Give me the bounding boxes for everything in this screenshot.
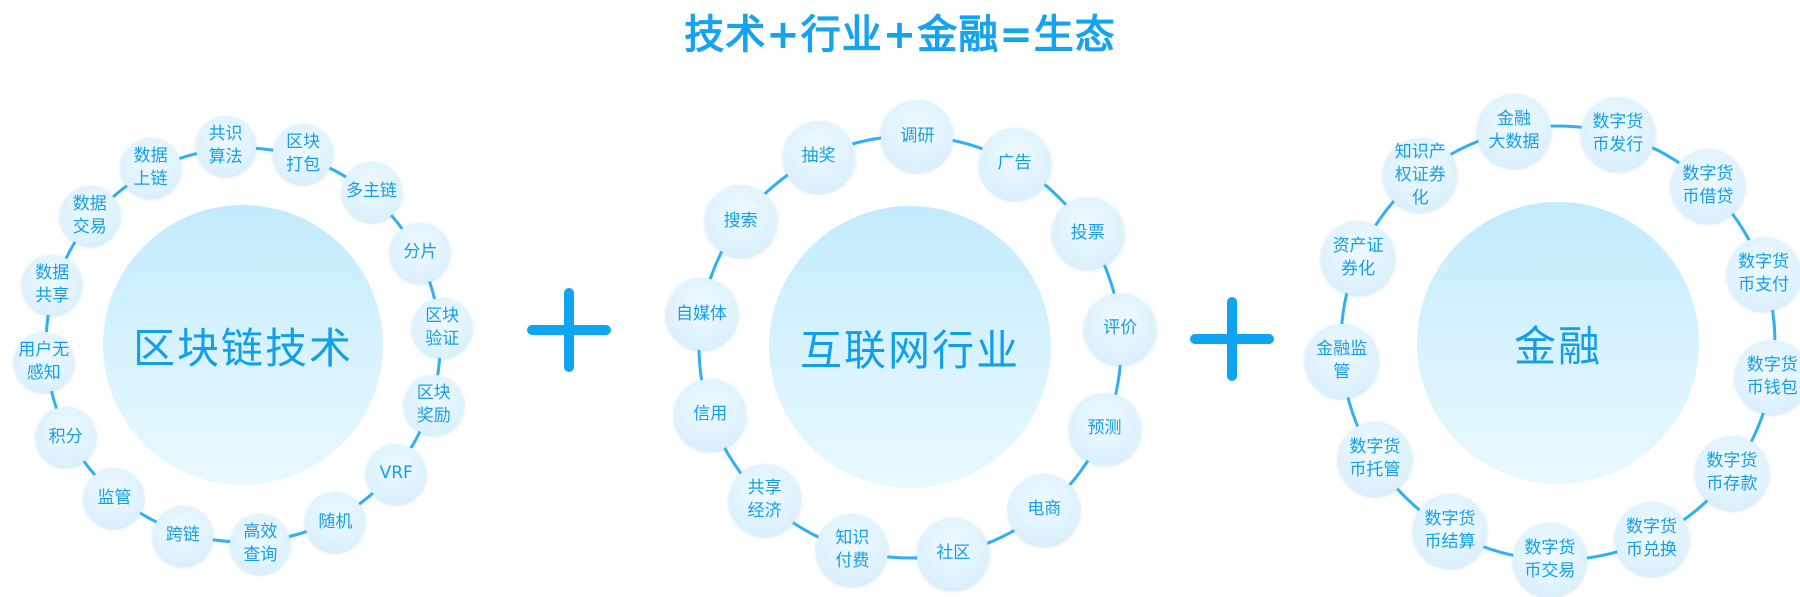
node-label: 用户无感知 <box>18 340 70 384</box>
node-label: 调研 <box>900 125 935 146</box>
node-label: 数据交易 <box>72 194 107 238</box>
cluster-node: 多主链 <box>341 161 402 222</box>
node-label: VRF <box>379 463 413 484</box>
node-label: 资产证券化 <box>1332 236 1384 280</box>
node-label: 区块奖励 <box>416 383 451 427</box>
node-label: 数字货币交易 <box>1524 537 1576 581</box>
cluster-node: 随机 <box>305 492 366 553</box>
node-label: 信用 <box>693 404 728 425</box>
node-label: 金融大数据 <box>1488 108 1540 152</box>
cluster-node: 高效查询 <box>230 514 291 575</box>
plus-icon <box>527 288 611 372</box>
node-label: 积分 <box>48 426 83 447</box>
node-label: 数据共享 <box>35 262 70 306</box>
cluster-node: 跨链 <box>152 505 213 566</box>
blockchain-tech-cluster: 区块链技术 共识算法 区块打包多主链分片区块验证区块奖励 VRF 随机高效查询 跨链 监管 积… <box>0 80 490 580</box>
cluster-node: 金融大数据 <box>1477 93 1552 168</box>
node-label: 金融监管 <box>1316 339 1368 383</box>
node-label: 多主链 <box>346 181 398 202</box>
cluster-node: 共识算法 <box>195 115 256 176</box>
node-label: 数字货币结算 <box>1424 509 1476 553</box>
cluster-node: 数字货币托管 <box>1337 422 1412 497</box>
cluster-node: 金融监管 <box>1304 324 1379 399</box>
cluster-node: 信用 <box>674 378 747 451</box>
internet-industry-cluster: 互联网行业 调研广告投票评价预测电商社区 知识付费 共享经济 信用 自媒体 搜索 抽奖 <box>640 80 1180 590</box>
cluster-node: 数字货币兑换 <box>1614 501 1689 576</box>
cluster-node: 区块打包 <box>273 124 334 185</box>
node-label: 共享经济 <box>747 477 782 521</box>
cluster-node: 社区 <box>917 517 990 590</box>
node-label: 评价 <box>1103 318 1138 339</box>
node-label: 电商 <box>1027 499 1062 520</box>
node-label: 预测 <box>1087 418 1122 439</box>
page-title: 技术+行业+金融=生态 <box>684 12 1116 58</box>
cluster-node: 自媒体 <box>665 278 738 351</box>
cluster-node: 投票 <box>1051 197 1124 270</box>
cluster-node: 积分 <box>35 407 96 468</box>
node-label: 知识产权证券化 <box>1394 141 1446 208</box>
node-label: 知识付费 <box>835 527 870 571</box>
cluster-node: 数字货币钱包 <box>1735 340 1800 415</box>
cluster-node: 数字货币结算 <box>1413 494 1487 569</box>
node-label: 数字货币兑换 <box>1626 516 1678 560</box>
node-label: 区块验证 <box>425 305 460 349</box>
node-label: 分片 <box>403 242 438 263</box>
cluster-node: 监管 <box>84 468 145 529</box>
cluster-node: 数字货币借贷 <box>1670 149 1745 224</box>
cluster-node: 知识产权证券化 <box>1383 138 1458 213</box>
node-label: 数字货币借贷 <box>1682 164 1734 208</box>
node-label: 抽奖 <box>801 146 836 167</box>
cluster-node: 电商 <box>1008 473 1081 546</box>
node-label: 数字货币钱包 <box>1746 355 1798 399</box>
cluster-node: 数据共享 <box>22 254 83 315</box>
node-label: 搜索 <box>723 210 758 231</box>
node-label: 数字货币存款 <box>1706 450 1758 494</box>
finance-cluster: 金融 数字货币发行数字货币借贷数字货币支付数字货币钱包数字货币存款数字货币兑换 数字… <box>1290 80 1800 597</box>
node-label: 数字货币支付 <box>1738 251 1790 295</box>
cluster-node: 数字货币存款 <box>1694 435 1769 510</box>
node-label: 数据上链 <box>133 145 168 189</box>
center-blockchain-tech: 区块链技术 <box>103 205 383 485</box>
node-label: 随机 <box>318 511 353 532</box>
cluster-node: 区块验证 <box>412 297 473 358</box>
cluster-node: 区块奖励 <box>403 375 464 436</box>
cluster-node: VRF <box>366 443 427 504</box>
cluster-node: 资产证券化 <box>1321 221 1396 296</box>
cluster-node: 分片 <box>390 222 451 283</box>
center-internet-industry: 互联网行业 <box>769 206 1051 488</box>
node-label: 自媒体 <box>676 303 728 324</box>
cluster-node: 共享经济 <box>728 463 801 536</box>
node-label: 监管 <box>97 487 132 508</box>
plus-icon <box>1190 297 1274 381</box>
cluster-node: 数字货币支付 <box>1726 236 1800 311</box>
node-label: 广告 <box>997 153 1032 174</box>
cluster-node: 数据交易 <box>59 186 120 247</box>
node-label: 社区 <box>936 543 971 563</box>
cluster-node: 广告 <box>978 127 1051 200</box>
node-label: 高效查询 <box>243 522 278 566</box>
node-label: 跨链 <box>165 525 200 546</box>
node-label: 区块打包 <box>286 132 321 176</box>
cluster-node: 调研 <box>881 100 954 173</box>
node-label: 投票 <box>1070 222 1105 243</box>
node-label: 共识算法 <box>208 123 243 167</box>
cluster-node: 用户无感知 <box>13 332 74 393</box>
cluster-node: 评价 <box>1084 292 1157 365</box>
node-label: 数字货币发行 <box>1592 112 1644 156</box>
cluster-node: 数字货币交易 <box>1512 522 1587 597</box>
cluster-node: 预测 <box>1068 392 1141 465</box>
cluster-node: 数据上链 <box>120 137 181 198</box>
cluster-node: 搜索 <box>704 185 777 258</box>
cluster-node: 知识付费 <box>816 513 889 586</box>
cluster-node: 抽奖 <box>782 120 855 193</box>
cluster-node: 数字货币发行 <box>1580 97 1655 172</box>
node-label: 数字货币托管 <box>1349 437 1401 481</box>
center-finance: 金融 <box>1417 202 1699 484</box>
